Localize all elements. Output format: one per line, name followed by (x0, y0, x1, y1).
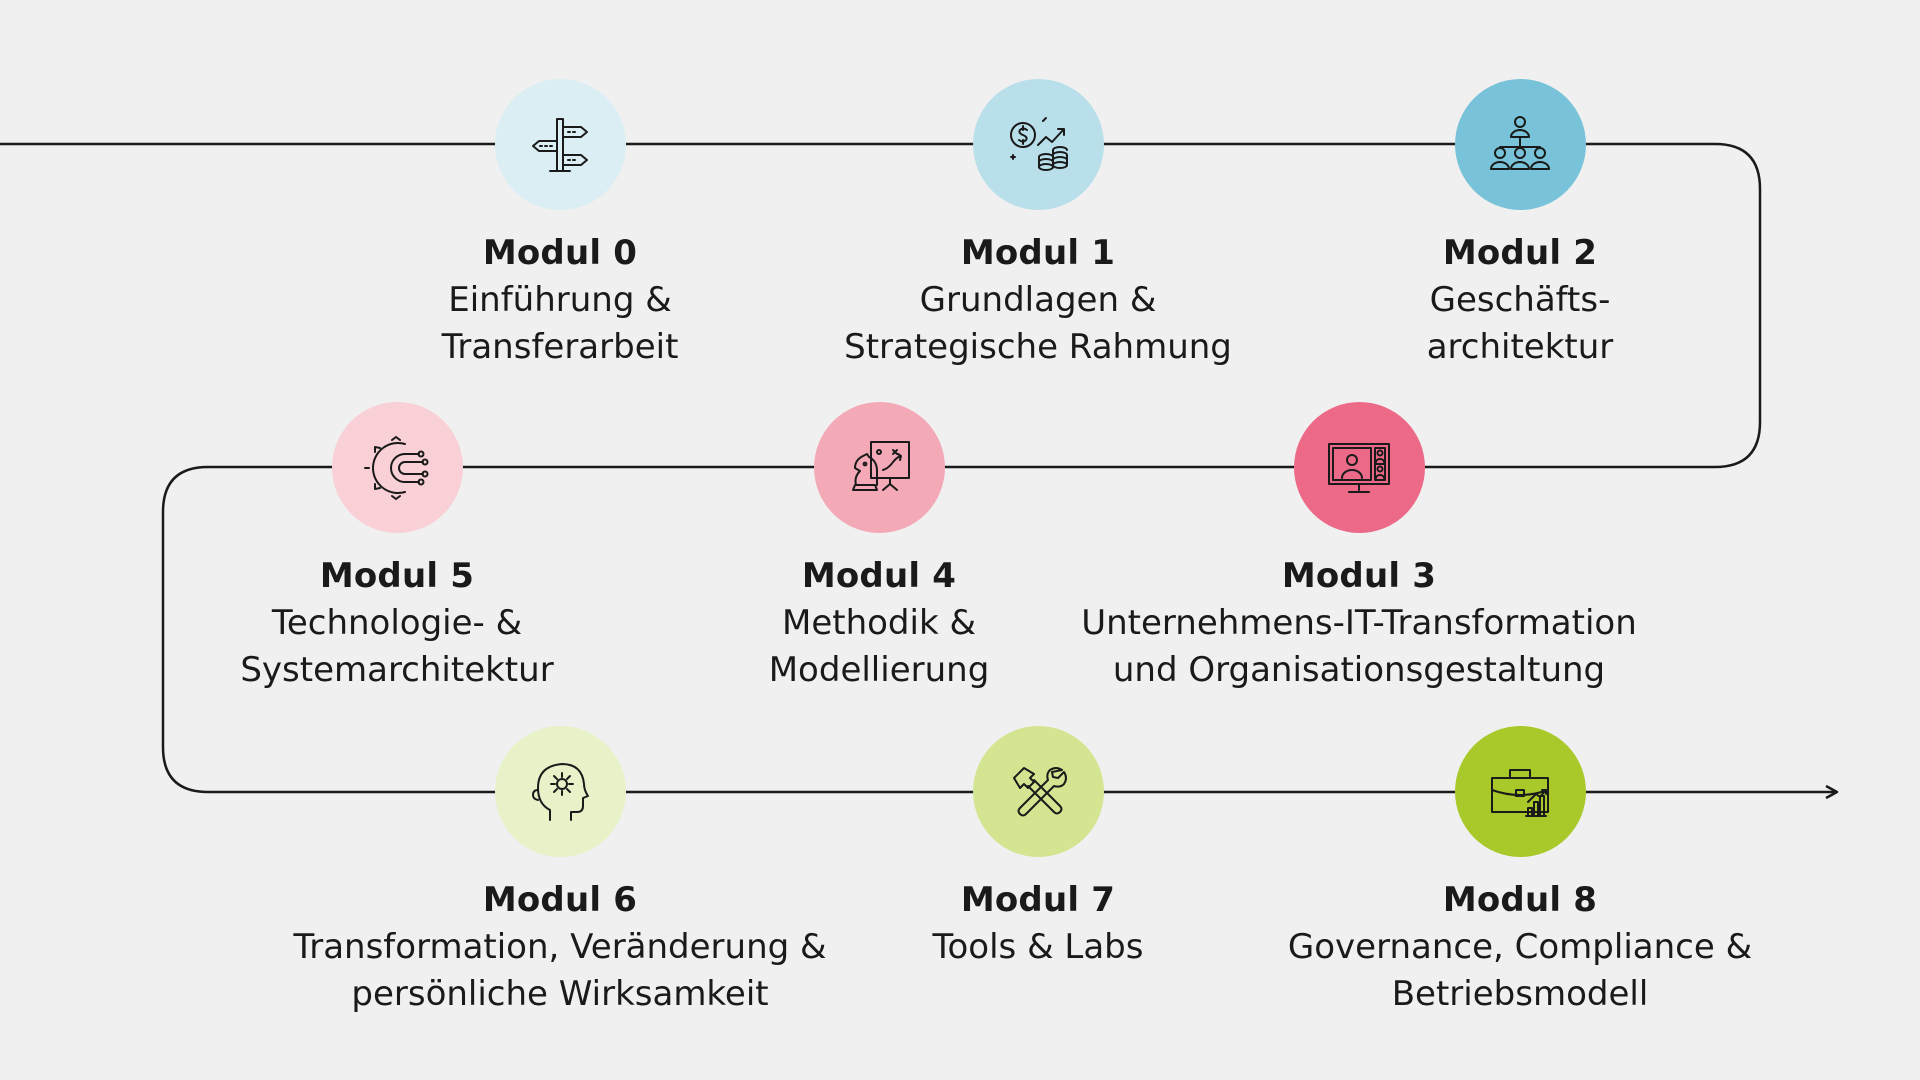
module-8-circle (1454, 726, 1586, 857)
module-2-description: Geschäfts- architektur (1426, 280, 1614, 367)
signpost-icon (532, 117, 588, 172)
module-3-circle (1293, 402, 1425, 533)
org-chart-icon (1490, 115, 1550, 170)
module-2-title: Modul 2 (1442, 233, 1598, 273)
strategy-board-icon (852, 440, 910, 491)
module-8-description: Governance, Compliance & Betriebsmodell (1287, 927, 1753, 1014)
module-3: Modul 3 Unternehmens-IT-Transformation u… (1049, 402, 1669, 694)
module-6-circle (494, 726, 626, 857)
module-6-description: Transformation, Veränderung & persönlich… (293, 927, 827, 1014)
module-0-title: Modul 0 (482, 233, 638, 273)
module-3-description: Unternehmens-IT-Transformation und Organ… (1081, 603, 1637, 690)
module-1: Modul 1 Grundlagen & Strategische Rahmun… (728, 79, 1348, 371)
module-3-title: Modul 3 (1281, 556, 1437, 596)
module-6: Modul 6 Transformation, Veränderung & pe… (250, 726, 870, 1018)
module-5-circle (331, 402, 463, 533)
briefcase-chart-icon (1491, 768, 1549, 817)
module-6-title: Modul 6 (482, 880, 638, 920)
module-4-description: Methodik & Modellierung (768, 603, 990, 690)
module-7-circle (972, 726, 1104, 857)
module-7: Modul 7 Tools & Labs (728, 726, 1348, 971)
module-4: Modul 4 Methodik & Modellierung (569, 402, 1189, 694)
module-1-circle (972, 79, 1104, 210)
module-1-description: Grundlagen & Strategische Rahmung (844, 280, 1232, 367)
module-7-description: Tools & Labs (932, 927, 1144, 967)
module-5: Modul 5 Technologie- & Systemarchitektur (87, 402, 707, 694)
module-0-description: Einführung & Transferarbeit (441, 280, 679, 367)
module-5-title: Modul 5 (319, 556, 475, 596)
module-1-title: Modul 1 (960, 233, 1116, 273)
module-5-description: Technologie- & Systemarchitektur (240, 603, 554, 690)
video-meeting-icon (1328, 442, 1390, 493)
module-0-circle (494, 79, 626, 210)
module-4-circle (813, 402, 945, 533)
gear-circuit-icon (364, 435, 429, 500)
arrow-head-icon (1825, 784, 1839, 800)
module-7-title: Modul 7 (960, 880, 1116, 920)
hammer-wrench-icon (1013, 766, 1067, 816)
module-8-title: Modul 8 (1442, 880, 1598, 920)
head-gear-icon (532, 762, 589, 821)
module-2-circle (1454, 79, 1586, 210)
finance-growth-icon (1010, 116, 1068, 171)
module-0: Modul 0 Einführung & Transferarbeit (250, 79, 870, 371)
module-8: Modul 8 Governance, Compliance & Betrieb… (1210, 726, 1830, 1018)
module-2: Modul 2 Geschäfts- architektur (1210, 79, 1830, 371)
module-4-title: Modul 4 (801, 556, 957, 596)
